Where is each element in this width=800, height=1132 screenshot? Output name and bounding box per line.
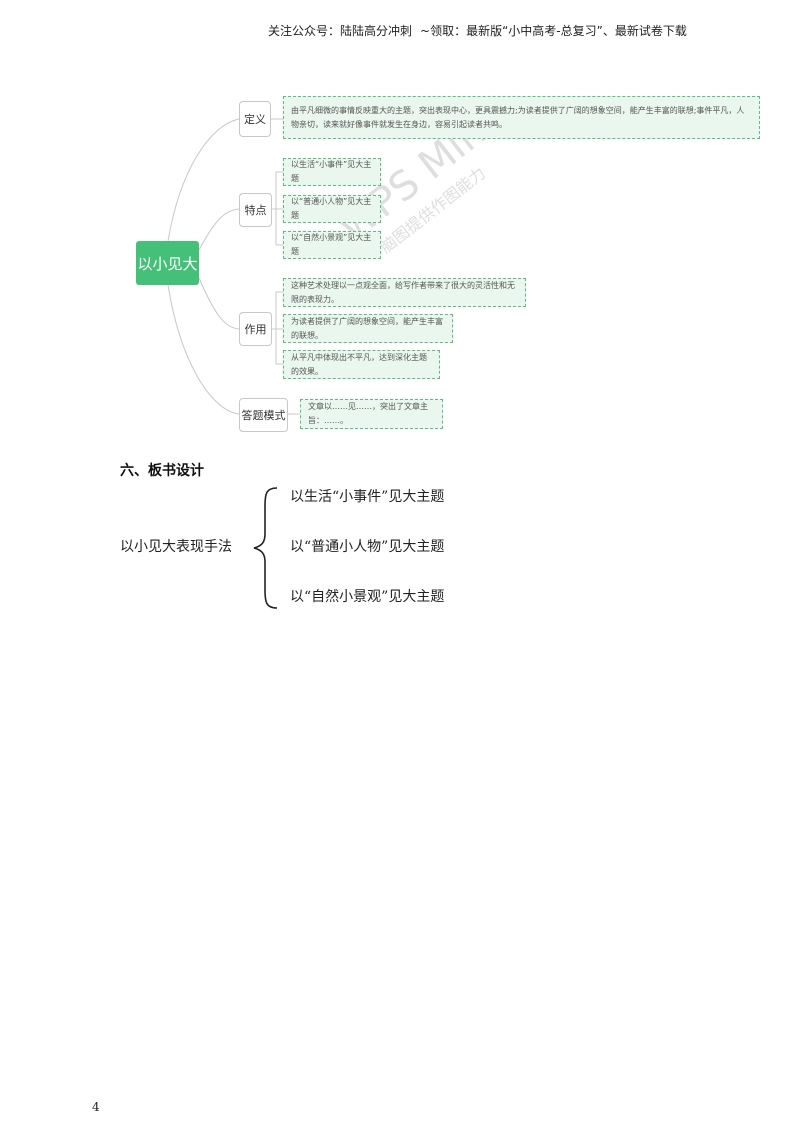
branch-answer-pattern: 答题模式 [239,398,288,432]
leaf-answer-pattern: 文章以……见……，突出了文章主旨：……。 [300,399,443,429]
branch-features: 特点 [239,193,272,227]
mindmap-connectors [167,118,300,415]
branch-function: 作用 [239,312,272,346]
page-header: 关注公众号：陆陆高分冲刺 ~领取：最新版“小中高考-总复习”、最新试卷下载 [268,22,687,39]
branch-definition: 定义 [239,101,271,137]
header-left-text: 关注公众号：陆陆高分冲刺 [268,24,413,38]
board-item-2: 以“普通小人物”见大主题 [290,539,445,555]
mindmap-root-node: 以小见大 [136,241,199,285]
board-label: 以小见大表现手法 [120,539,232,555]
leaf-feature-1: 以生活“小事件”见大主题 [283,158,381,186]
leaf-function-3: 从平凡中体现出不平凡，达到深化主题的效果。 [283,350,440,379]
curly-brace-icon [253,487,278,609]
leaf-function-2: 为读者提供了广阔的想象空间，能产生丰富的联想。 [283,314,453,343]
header-right-text: ~领取：最新版“小中高考-总复习”、最新试卷下载 [420,24,687,38]
board-item-1: 以生活“小事件”见大主题 [290,489,445,505]
leaf-definition: 由平凡细微的事情反映重大的主题，突出表现中心，更具震撼力;为读者提供了广阔的想象… [283,96,760,139]
leaf-function-1: 这种艺术处理以一点观全面，给写作者带来了很大的灵活性和无限的表现力。 [283,278,526,307]
leaf-feature-3: 以“自然小景观”见大主题 [283,231,381,259]
board-item-3: 以“自然小景观”见大主题 [290,589,445,605]
leaf-feature-2: 以“普通小人物”见大主题 [283,195,381,223]
page-number: 4 [92,1100,100,1114]
section-title: 六、板书设计 [120,463,204,479]
